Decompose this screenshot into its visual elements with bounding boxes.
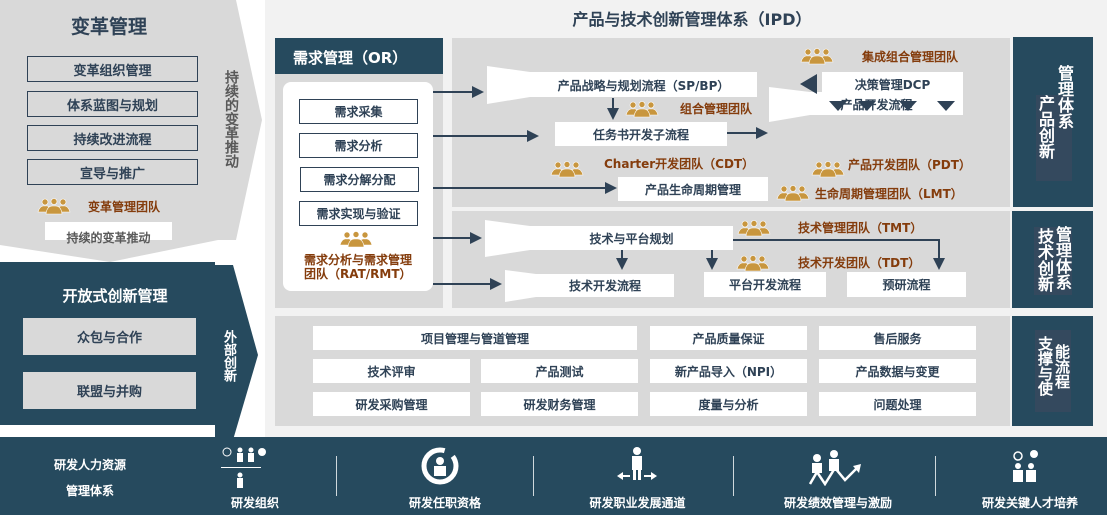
or-title: 需求管理（OR） [275,38,443,74]
support-item: 度量与分析 [650,392,807,416]
support-item: 项目管理与管道管理 [313,326,637,350]
support-label-col2: 能流程 [1053,344,1071,389]
pmt-team: 组合管理团队 [680,102,753,116]
team-icon [737,220,771,237]
open-arrow-label: 外部创新 [221,330,236,382]
team-icon [776,185,810,202]
change-side-arrow-label: 持续的变革推动 [223,70,239,168]
plm-process: 产品生命周期管理 [618,177,768,201]
change-item: 持续改进流程 [27,125,198,151]
change-item: 宣导与推广 [27,159,198,185]
support-item: 技术评审 [313,359,470,383]
open-title: 开放式创新管理 [62,287,168,305]
team-icon [800,48,834,65]
hr-item: 研发职业发展通道 [589,496,686,510]
pdt-team: 产品开发团队（PDT） [848,158,971,172]
tech-platform-planning: 技术与平台规划 [589,231,674,246]
hr-title-1: 研发人力资源 [53,458,126,472]
or-item: 需求实现与验证 [299,201,418,226]
sp-bp-process: 产品战略与规划流程（SP/BP） [557,78,730,93]
product-label-col1: 产品创新 [1036,95,1055,159]
or-item: 需求采集 [299,99,418,124]
product-label-col2: 管理体系 [1055,65,1074,129]
tech-label-col2: 管理体系 [1053,226,1072,290]
open-item: 众包与合作 [23,318,196,355]
hr-item: 研发关键人才培养 [981,496,1078,510]
support-item: 售后服务 [819,326,976,350]
platform-dev-process: 平台开发流程 [704,272,826,297]
dcp-box: 决策管理DCP [822,72,963,96]
hr-item: 研发组织 [230,496,279,510]
change-item: 变革组织管理 [27,56,198,82]
flow-shapes [433,66,963,302]
hr-title-2: 管理体系 [65,484,114,498]
support-item: 产品数据与变更 [819,359,976,383]
team-icon [736,255,770,272]
tdt-team: 技术开发团队（TDT） [798,256,921,270]
qualification-icon [421,447,459,485]
charter-process: 任务书开发子流程 [555,122,727,146]
support-item: 问题处理 [819,392,976,416]
ipmt-team: 集成组合管理团队 [862,50,959,64]
or-box [283,82,433,291]
research-process: 预研流程 [847,272,966,297]
tech-dev-process: 技术开发流程 [568,279,641,293]
support-item: 研发采购管理 [313,392,470,416]
tech-label: 技术创新 管理体系 [1035,226,1072,292]
or-team: 需求分析与需求管理团队（RAT/RMT） [304,253,413,281]
team-icon [625,101,659,118]
support-label-col1: 支撑与使 [1036,336,1054,396]
support-item: 产品质量保证 [650,326,807,350]
support-item: 研发财务管理 [481,392,638,416]
career-path-icon [617,447,657,480]
change-team: 变革管理团队 [88,200,161,214]
hr-item: 研发任职资格 [408,496,481,510]
tech-label-col1: 技术创新 [1035,228,1054,292]
hr-item: 研发绩效管理与激励 [783,496,892,510]
hr-bar [0,437,1107,515]
arrows-shapes [0,0,262,440]
pd-process: 产品开发流程 [840,97,913,112]
product-label: 产品创新 管理体系 [1036,65,1074,159]
lmt-team: 生命周期管理团队（LMT） [815,187,963,201]
support-label: 支撑与使 能流程 [1036,336,1071,396]
key-talent-icon [1013,450,1038,482]
open-item: 联盟与并购 [23,372,196,409]
tmt-team: 技术管理团队（TMT） [798,221,923,235]
or-item: 需求分析 [299,133,418,158]
change-down-arrow-label: 持续的变革推动 [66,231,151,245]
support-item: 新产品导入（NPI） [650,359,807,383]
change-title: 变革管理 [70,16,147,38]
cdt-team: Charter开发团队（CDT） [604,157,755,171]
or-item: 需求分解分配 [300,167,419,192]
change-item: 体系蓝图与规划 [27,91,198,117]
team-icon [550,161,584,178]
support-item: 产品测试 [481,359,638,383]
team-icon [811,161,845,178]
org-icon [221,447,266,488]
performance-icon [808,450,861,486]
page-title: 产品与技术创新管理体系（IPD） [572,10,812,29]
